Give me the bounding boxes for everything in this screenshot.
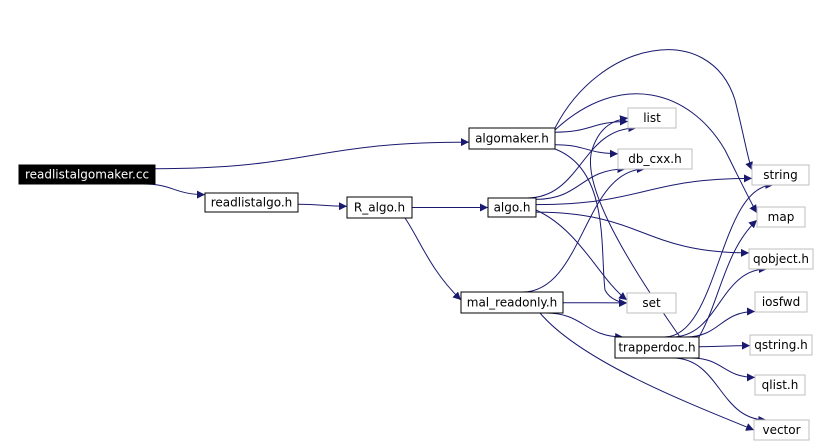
node-box bbox=[748, 248, 814, 270]
node-label: mal_readonly.h bbox=[467, 296, 558, 310]
edge-algomaker-h-to-list bbox=[554, 117, 629, 133]
edge-algomaker-h-to-map bbox=[554, 93, 758, 214]
node-trapperdoc-h[interactable]: trapperdoc.h bbox=[614, 336, 700, 359]
node-qobject-h[interactable]: qobject.h bbox=[748, 248, 814, 270]
node-label: algo.h bbox=[494, 201, 531, 215]
node-map[interactable]: map bbox=[756, 206, 806, 228]
node-vector[interactable]: vector bbox=[753, 419, 810, 441]
node-box bbox=[487, 197, 537, 218]
node-mal-readonly-h[interactable]: mal_readonly.h bbox=[460, 291, 564, 314]
node-box bbox=[753, 419, 810, 441]
node-qstring-h[interactable]: qstring.h bbox=[749, 334, 813, 356]
node-label: vector bbox=[762, 423, 800, 437]
edge-trapperdoc-h-to-qlist-h bbox=[691, 357, 756, 382]
node-box bbox=[18, 164, 156, 185]
node-label: R_algo.h bbox=[354, 201, 405, 215]
node-label: qobject.h bbox=[753, 252, 809, 266]
node-iosfwd[interactable]: iosfwd bbox=[754, 291, 808, 313]
node-label: set bbox=[642, 296, 661, 310]
node-label: map bbox=[768, 210, 795, 224]
edge-mal-readonly-h-to-db-cxx-h bbox=[522, 165, 646, 293]
node-box bbox=[204, 192, 299, 213]
edge-algomaker-h-to-string bbox=[554, 49, 753, 171]
edge-algomaker-h-to-db-cxx-h bbox=[554, 144, 619, 158]
node-box bbox=[754, 374, 806, 396]
node-db-cxx-h[interactable]: db_cxx.h bbox=[617, 148, 693, 170]
edge-R-algo-h-to-mal-readonly-h bbox=[404, 217, 462, 301]
node-box bbox=[751, 164, 810, 186]
edge-algo-h-to-set bbox=[535, 209, 628, 301]
node-label: list bbox=[643, 111, 661, 125]
nodes-layer: readlistalgomaker.cc algomaker.h readlista… bbox=[18, 107, 814, 441]
node-list[interactable]: list bbox=[627, 107, 677, 129]
edge-algo-h-to-db-cxx-h bbox=[535, 165, 626, 200]
node-readlistalgomaker-cc[interactable]: readlistalgomaker.cc bbox=[18, 164, 156, 185]
node-string[interactable]: string bbox=[751, 164, 810, 186]
node-label: qstring.h bbox=[754, 338, 807, 352]
node-qlist-h[interactable]: qlist.h bbox=[754, 374, 806, 396]
edges-layer bbox=[142, 49, 774, 431]
node-box bbox=[468, 127, 556, 150]
edge-readlistalgomaker-cc-to-readlistalgo-h bbox=[142, 183, 206, 199]
node-box bbox=[626, 292, 677, 314]
node-algomaker-h[interactable]: algomaker.h bbox=[468, 127, 556, 150]
node-box bbox=[627, 107, 677, 129]
node-label: iosfwd bbox=[762, 295, 800, 309]
node-box bbox=[756, 206, 806, 228]
node-box bbox=[460, 291, 564, 314]
edge-readlistalgo-h-to-R-algo-h bbox=[297, 202, 348, 211]
node-R-algo-h[interactable]: R_algo.h bbox=[346, 196, 413, 219]
node-box bbox=[617, 148, 693, 170]
edge-trapperdoc-h-to-vector bbox=[672, 357, 767, 424]
edge-trapperdoc-h-to-map bbox=[698, 219, 758, 338]
edge-algo-h-to-string bbox=[535, 174, 753, 206]
node-label: db_cxx.h bbox=[628, 152, 681, 166]
node-box bbox=[754, 291, 808, 313]
node-label: readlistalgo.h bbox=[211, 196, 293, 210]
node-label: readlistalgomaker.cc bbox=[25, 168, 149, 182]
node-box bbox=[346, 196, 413, 219]
node-box bbox=[749, 334, 813, 356]
edge-algo-h-to-qobject-h bbox=[535, 211, 750, 257]
edge-algo-h-to-list bbox=[526, 124, 637, 199]
node-label: string bbox=[763, 168, 797, 182]
node-readlistalgo-h[interactable]: readlistalgo.h bbox=[204, 192, 299, 213]
edge-trapperdoc-h-to-qobject-h bbox=[671, 265, 768, 338]
node-set[interactable]: set bbox=[626, 292, 677, 314]
edge-algomaker-h-to-set bbox=[554, 148, 628, 307]
edge-trapperdoc-h-to-string bbox=[664, 181, 774, 338]
edge-mal-readonly-h-to-vector bbox=[539, 312, 755, 431]
node-algo-h[interactable]: algo.h bbox=[487, 197, 537, 218]
node-label: qlist.h bbox=[762, 378, 799, 392]
edge-mal-readonly-h-to-trapperdoc-h bbox=[545, 312, 624, 341]
edge-trapperdoc-h-to-iosfwd bbox=[685, 307, 756, 338]
edge-trapperdoc-h-to-qstring-h bbox=[698, 341, 751, 350]
node-label: algomaker.h bbox=[475, 132, 549, 146]
node-box bbox=[614, 336, 700, 359]
node-label: trapperdoc.h bbox=[618, 341, 695, 355]
edge-readlistalgomaker-cc-to-algomaker-h bbox=[154, 138, 470, 170]
